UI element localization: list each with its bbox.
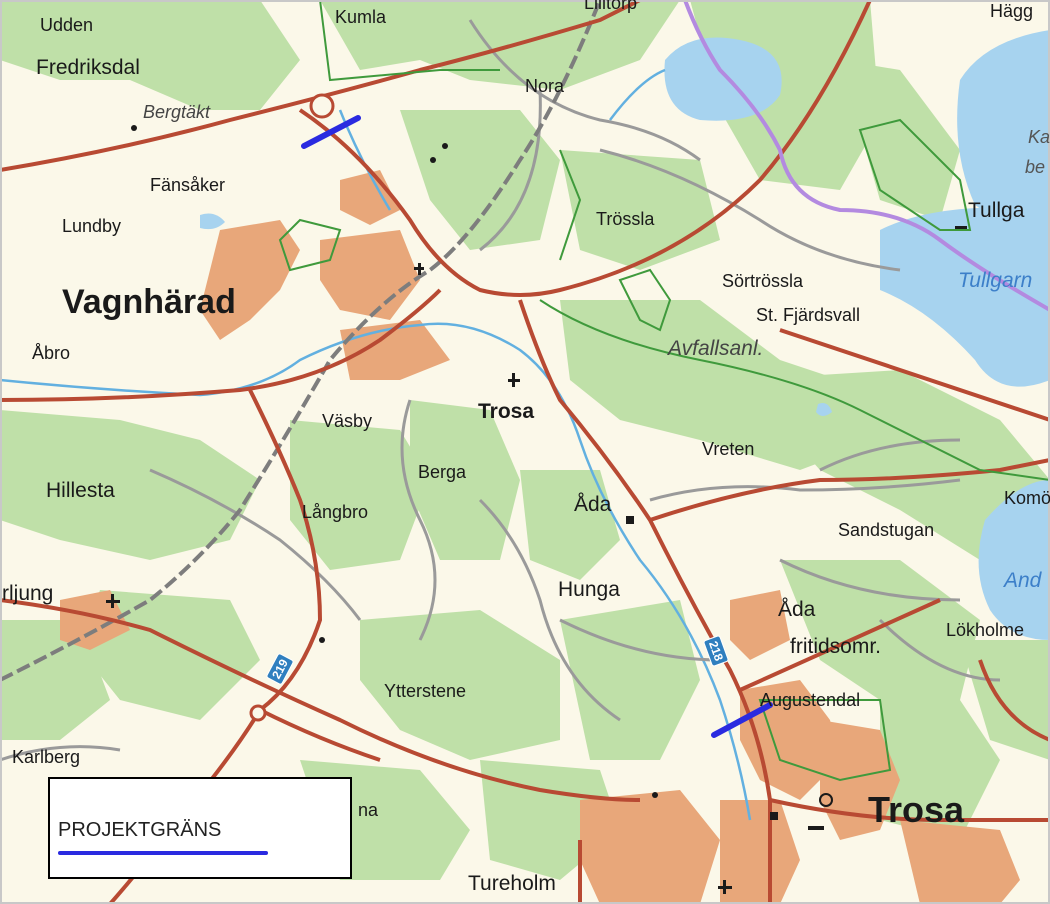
place-label-fansaker: Fänsåker bbox=[150, 175, 226, 195]
railway bbox=[0, 0, 602, 682]
place-label-lokholme: Lökholme bbox=[946, 620, 1025, 640]
place-label-bergtakt: Bergtäkt bbox=[143, 102, 211, 122]
place-label-nora: Nora bbox=[525, 76, 565, 96]
legend-line-swatch bbox=[58, 851, 268, 855]
place-label-ada: Åda bbox=[574, 493, 612, 516]
place-label-vasby: Väsby bbox=[322, 411, 373, 431]
place-label-ada-fritid-1: Åda bbox=[778, 598, 816, 621]
water-label-be: be bbox=[1025, 157, 1046, 177]
place-label-tureholm: Tureholm bbox=[468, 872, 556, 895]
place-label-vagnharad: Vagnhärad bbox=[62, 283, 236, 321]
place-label-ytterstene: Ytterstene bbox=[384, 681, 467, 701]
roundabouts bbox=[249, 93, 335, 722]
place-label-vreten: Vreten bbox=[702, 439, 755, 459]
place-label-abro: Åbro bbox=[32, 343, 71, 363]
water-areas bbox=[200, 30, 1050, 640]
place-label-rljung: rljung bbox=[2, 582, 54, 605]
place-label-hillesta: Hillesta bbox=[46, 479, 115, 502]
place-label-trosa-small: Trosa bbox=[478, 400, 535, 423]
legend-label-projektgrans: PROJEKTGRÄNS bbox=[58, 819, 222, 841]
place-label-komot: Komöt bbox=[1004, 488, 1050, 508]
place-label-hunga: Hunga bbox=[558, 578, 620, 601]
place-label-berga: Berga bbox=[418, 462, 467, 482]
place-label-trosa-big: Trosa bbox=[868, 789, 965, 830]
place-label-langbro: Långbro bbox=[302, 502, 369, 522]
place-label-lundby: Lundby bbox=[62, 216, 122, 236]
water-label-and: And bbox=[1004, 569, 1042, 592]
place-label-trossla: Trössla bbox=[596, 209, 655, 229]
reserve-outlines bbox=[278, 0, 1050, 782]
place-label-sandstugan: Sandstugan bbox=[838, 520, 935, 540]
map-symbols bbox=[106, 125, 967, 894]
place-label-tullga: Tullga bbox=[968, 199, 1025, 222]
project-boundary-lines bbox=[301, 115, 773, 738]
water-label-tullgarn: Tullgarn bbox=[958, 269, 1033, 292]
place-label-fredriksdal: Fredriksdal bbox=[36, 56, 140, 79]
place-label-augustendal: Augustendal bbox=[760, 690, 861, 710]
map-legend: PROJEKTGRÄNS bbox=[48, 777, 352, 879]
water-label-ka: Ka bbox=[1028, 127, 1050, 147]
municipality-border bbox=[683, 0, 1050, 312]
place-label-kumla: Kumla bbox=[335, 7, 387, 27]
place-label-udden: Udden bbox=[40, 15, 94, 35]
place-label-avfallsanl: Avfallsanl. bbox=[668, 337, 764, 360]
place-label-ada-fritid-2: fritidsomr. bbox=[790, 635, 882, 658]
place-label-lilltorp: Lilltorp bbox=[584, 0, 638, 13]
place-label-hagg: Hägg bbox=[990, 1, 1034, 21]
place-label-na: na bbox=[358, 800, 379, 820]
urban-areas bbox=[60, 170, 1020, 904]
place-label-sortrossla: Sörtrössla bbox=[722, 271, 804, 291]
local-roads bbox=[0, 19, 1001, 762]
place-label-karlberg: Karlberg bbox=[12, 747, 81, 767]
place-label-st-fjardsvall: St. Fjärdsvall bbox=[756, 305, 861, 325]
